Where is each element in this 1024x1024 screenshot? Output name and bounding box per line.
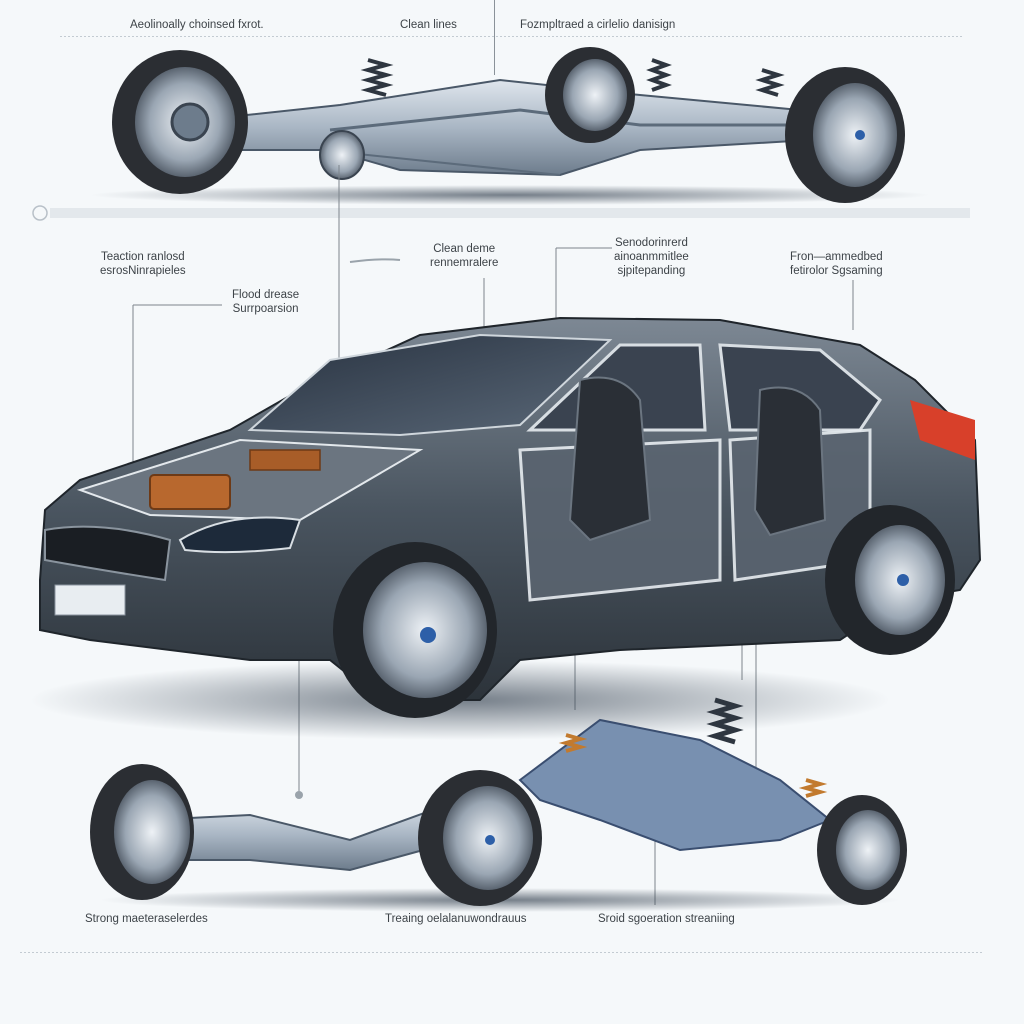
- label-front: Fron—ammedbed fetirolor Sgsaming: [790, 251, 883, 277]
- section-divider-band: [50, 208, 970, 218]
- car-wheel-front: [333, 542, 497, 718]
- leader-line-top: [494, 0, 495, 75]
- label-semi: Senodorinrerd ainoanmmitlee sjpitepandin…: [614, 237, 689, 277]
- engine-block: [149, 474, 231, 510]
- label-traction: Teaction ranlosd esrosNinrapieles: [100, 251, 186, 277]
- label-bottom-center: Treaing oelalanuwondrauus: [385, 913, 527, 925]
- tail-light: [910, 400, 975, 460]
- top-wheel-front-right: [545, 47, 635, 143]
- car-wheel-rear: [825, 505, 955, 655]
- bottom-wheel-center: [418, 770, 542, 906]
- bottom-wheel-left: [90, 764, 194, 900]
- top-hub-center: [319, 130, 365, 180]
- top-divider: [60, 36, 964, 37]
- car-body: [39, 316, 982, 718]
- label-bottom-left: Strong maeteraselerdes: [85, 913, 208, 925]
- bottom-divider: [20, 952, 984, 953]
- label-bottom-right: Sroid sgoeration streaniing: [598, 913, 735, 925]
- top-chassis: [90, 47, 930, 205]
- bottom-suspension: [90, 697, 907, 912]
- strut-spring: [706, 697, 744, 745]
- top-wheel-front-left: [112, 50, 248, 194]
- top-wheel-rear-right: [785, 67, 905, 203]
- label-top-right: Fozmpltraed a cirlelio danisign: [520, 19, 676, 31]
- license-plate: [54, 584, 126, 616]
- label-flood: Flood drease Surrpoarsion: [232, 289, 300, 315]
- label-top-center: Clean lines: [400, 19, 457, 31]
- bottom-wheel-right: [817, 795, 907, 905]
- label-top-left: Aeolinoally choinsed fxrot.: [130, 19, 264, 31]
- label-clean-dome: Clean deme rennemralere: [430, 243, 499, 269]
